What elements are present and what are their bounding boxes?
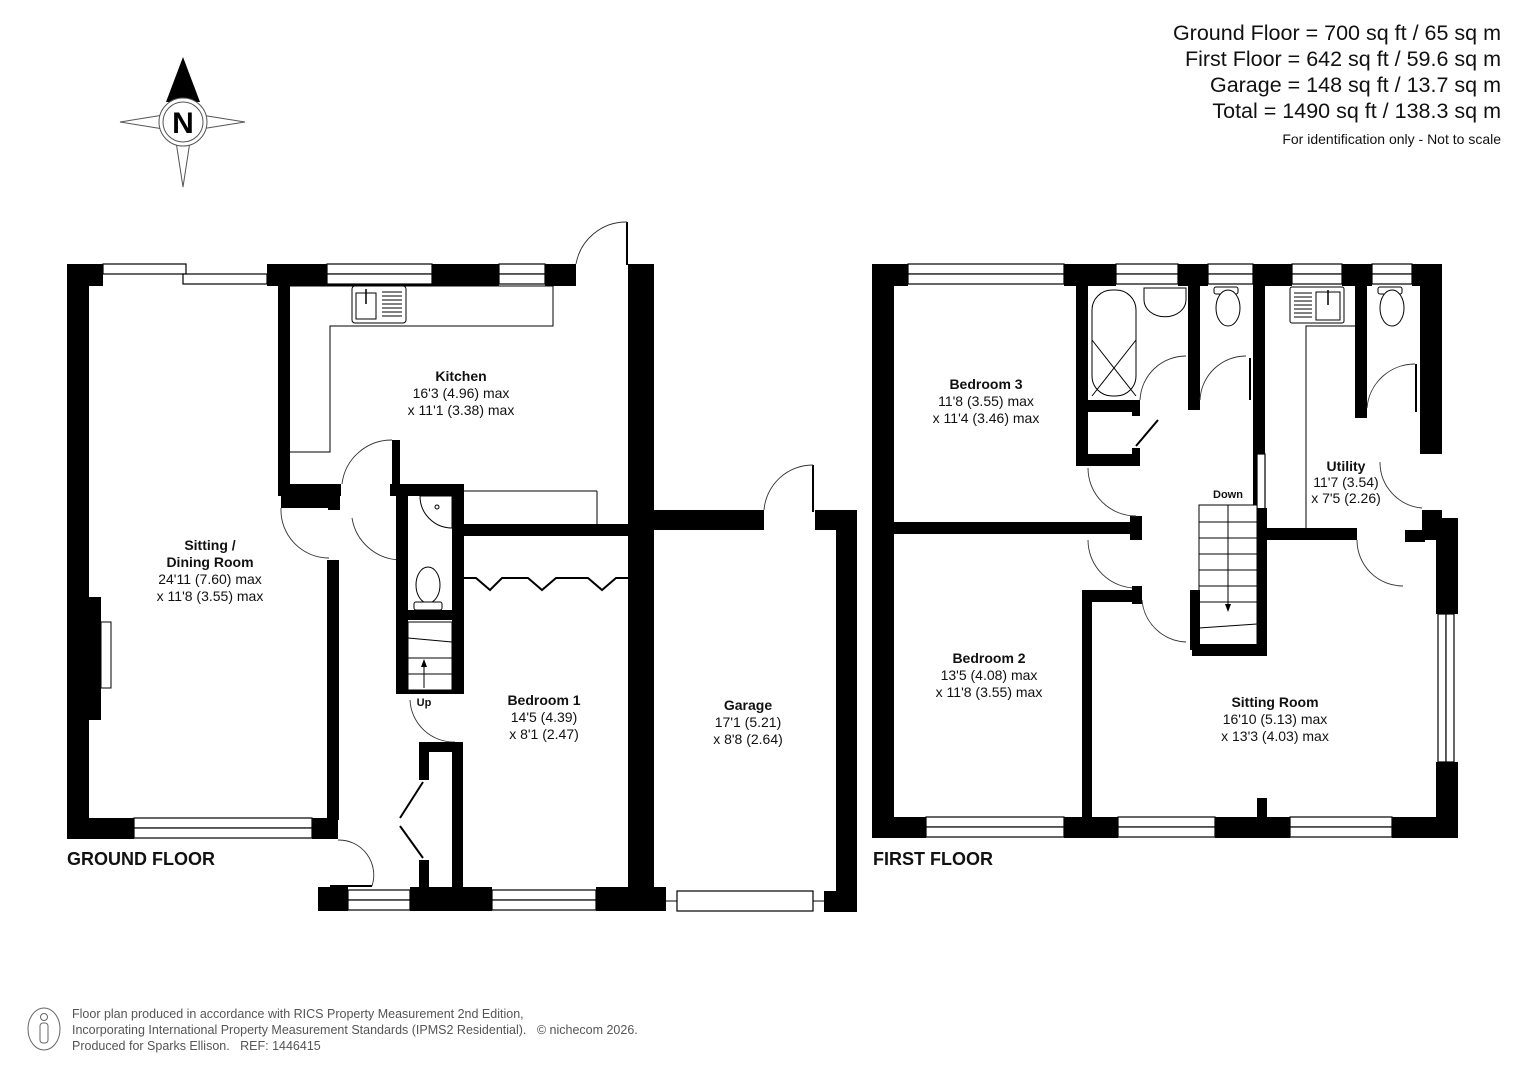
svg-text:x 8'1 (2.47): x 8'1 (2.47) bbox=[509, 726, 579, 742]
kitchen-sink-icon bbox=[351, 285, 407, 324]
footer-text: Floor plan produced in accordance with R… bbox=[72, 1006, 638, 1054]
svg-text:Sitting /: Sitting / bbox=[184, 537, 235, 553]
copyright: © nichecom 2026. bbox=[536, 1023, 638, 1037]
ground-floor-plan: Up Sitting / Dinin bbox=[67, 221, 857, 912]
garage-area: Garage = 148 sq ft / 13.7 sq m bbox=[1209, 73, 1501, 97]
utility-sink-icon bbox=[1289, 286, 1345, 324]
svg-text:11'7 (3.54): 11'7 (3.54) bbox=[1313, 474, 1378, 490]
svg-text:x 7'5 (2.26): x 7'5 (2.26) bbox=[1311, 490, 1381, 506]
area-summary: Ground Floor = 700 sq ft / 65 sq m First… bbox=[1173, 20, 1501, 148]
first-floor-plan: Down Bedroom 3 11'8 (3.55) ma bbox=[872, 263, 1458, 869]
svg-text:11'8 (3.55) max: 11'8 (3.55) max bbox=[938, 393, 1034, 409]
svg-text:14'5 (4.39): 14'5 (4.39) bbox=[511, 709, 578, 725]
total-area: Total = 1490 sq ft / 138.3 sq m bbox=[1212, 99, 1501, 123]
svg-text:x 11'8 (3.55) max: x 11'8 (3.55) max bbox=[157, 588, 264, 604]
svg-text:Bedroom 3: Bedroom 3 bbox=[949, 376, 1022, 392]
footer-line-1: Floor plan produced in accordance with R… bbox=[72, 1007, 524, 1021]
stairs-down-label: Down bbox=[1213, 489, 1243, 501]
room-garage: Garage 17'1 (5.21) x 8'8 (2.64) bbox=[713, 697, 783, 747]
svg-text:Kitchen: Kitchen bbox=[435, 368, 486, 384]
room-bedroom-2: Bedroom 2 13'5 (4.08) max x 11'8 (3.55) … bbox=[936, 650, 1043, 700]
svg-text:16'10 (5.13) max: 16'10 (5.13) max bbox=[1223, 711, 1328, 727]
ground-floor-label: GROUND FLOOR bbox=[67, 849, 215, 869]
svg-text:16'3 (4.96) max: 16'3 (4.96) max bbox=[413, 385, 510, 401]
wc-basin-icon bbox=[419, 495, 453, 529]
svg-text:Bedroom 2: Bedroom 2 bbox=[952, 650, 1025, 666]
footer-line-2: Incorporating International Property Mea… bbox=[72, 1023, 638, 1037]
ground-floor-area: Ground Floor = 700 sq ft / 65 sq m bbox=[1172, 21, 1501, 45]
footer: Floor plan produced in accordance with R… bbox=[26, 1006, 638, 1054]
room-bedroom-3: Bedroom 3 11'8 (3.55) max x 11'4 (3.46) … bbox=[933, 376, 1040, 426]
stairs-down bbox=[1198, 504, 1258, 646]
footer-line-3: Produced for Sparks Ellison. REF: 144641… bbox=[72, 1039, 321, 1053]
stairs-up-label: Up bbox=[417, 697, 432, 709]
stairs-up bbox=[407, 621, 453, 691]
svg-text:Garage: Garage bbox=[724, 697, 772, 713]
svg-text:17'1 (5.21): 17'1 (5.21) bbox=[715, 714, 782, 730]
room-sitting-dining: Sitting / Dining Room 24'11 (7.60) max x… bbox=[157, 537, 264, 604]
svg-text:x 11'4 (3.46) max: x 11'4 (3.46) max bbox=[933, 410, 1040, 426]
svg-text:13'5 (4.08) max: 13'5 (4.08) max bbox=[941, 667, 1038, 683]
svg-text:x 8'8 (2.64): x 8'8 (2.64) bbox=[713, 731, 783, 747]
toilet-icon bbox=[1213, 286, 1241, 327]
svg-text:x 11'8 (3.55) max: x 11'8 (3.55) max bbox=[936, 684, 1043, 700]
toilet-icon bbox=[413, 566, 443, 611]
room-utility: Utility 11'7 (3.54) x 7'5 (2.26) bbox=[1311, 458, 1381, 506]
person-icon bbox=[27, 1007, 61, 1051]
compass-label: N bbox=[172, 107, 194, 140]
room-bedroom-1: Bedroom 1 14'5 (4.39) x 8'1 (2.47) bbox=[507, 692, 580, 742]
toilet-icon bbox=[1377, 286, 1405, 327]
room-sitting-room: Sitting Room 16'10 (5.13) max x 13'3 (4.… bbox=[1221, 694, 1329, 744]
svg-text:24'11 (7.60) max: 24'11 (7.60) max bbox=[158, 571, 262, 587]
first-floor-area: First Floor = 642 sq ft / 59.6 sq m bbox=[1184, 47, 1501, 71]
svg-text:x 13'3 (4.03) max: x 13'3 (4.03) max bbox=[1221, 728, 1329, 744]
bathroom-basin-icon bbox=[1143, 287, 1187, 318]
room-kitchen: Kitchen 16'3 (4.96) max x 11'1 (3.38) ma… bbox=[408, 368, 515, 418]
north-compass-icon: N bbox=[119, 57, 246, 188]
scale-note: For identification only - Not to scale bbox=[1282, 131, 1501, 147]
first-floor-label: FIRST FLOOR bbox=[873, 849, 993, 869]
svg-text:Sitting Room: Sitting Room bbox=[1231, 694, 1318, 710]
svg-text:Bedroom 1: Bedroom 1 bbox=[507, 692, 580, 708]
bath-icon bbox=[1091, 289, 1137, 397]
wardrobe-doors-icon bbox=[464, 577, 632, 592]
svg-text:Dining Room: Dining Room bbox=[166, 554, 253, 570]
svg-text:x 11'1 (3.38) max: x 11'1 (3.38) max bbox=[408, 402, 515, 418]
svg-text:Utility: Utility bbox=[1327, 458, 1366, 474]
